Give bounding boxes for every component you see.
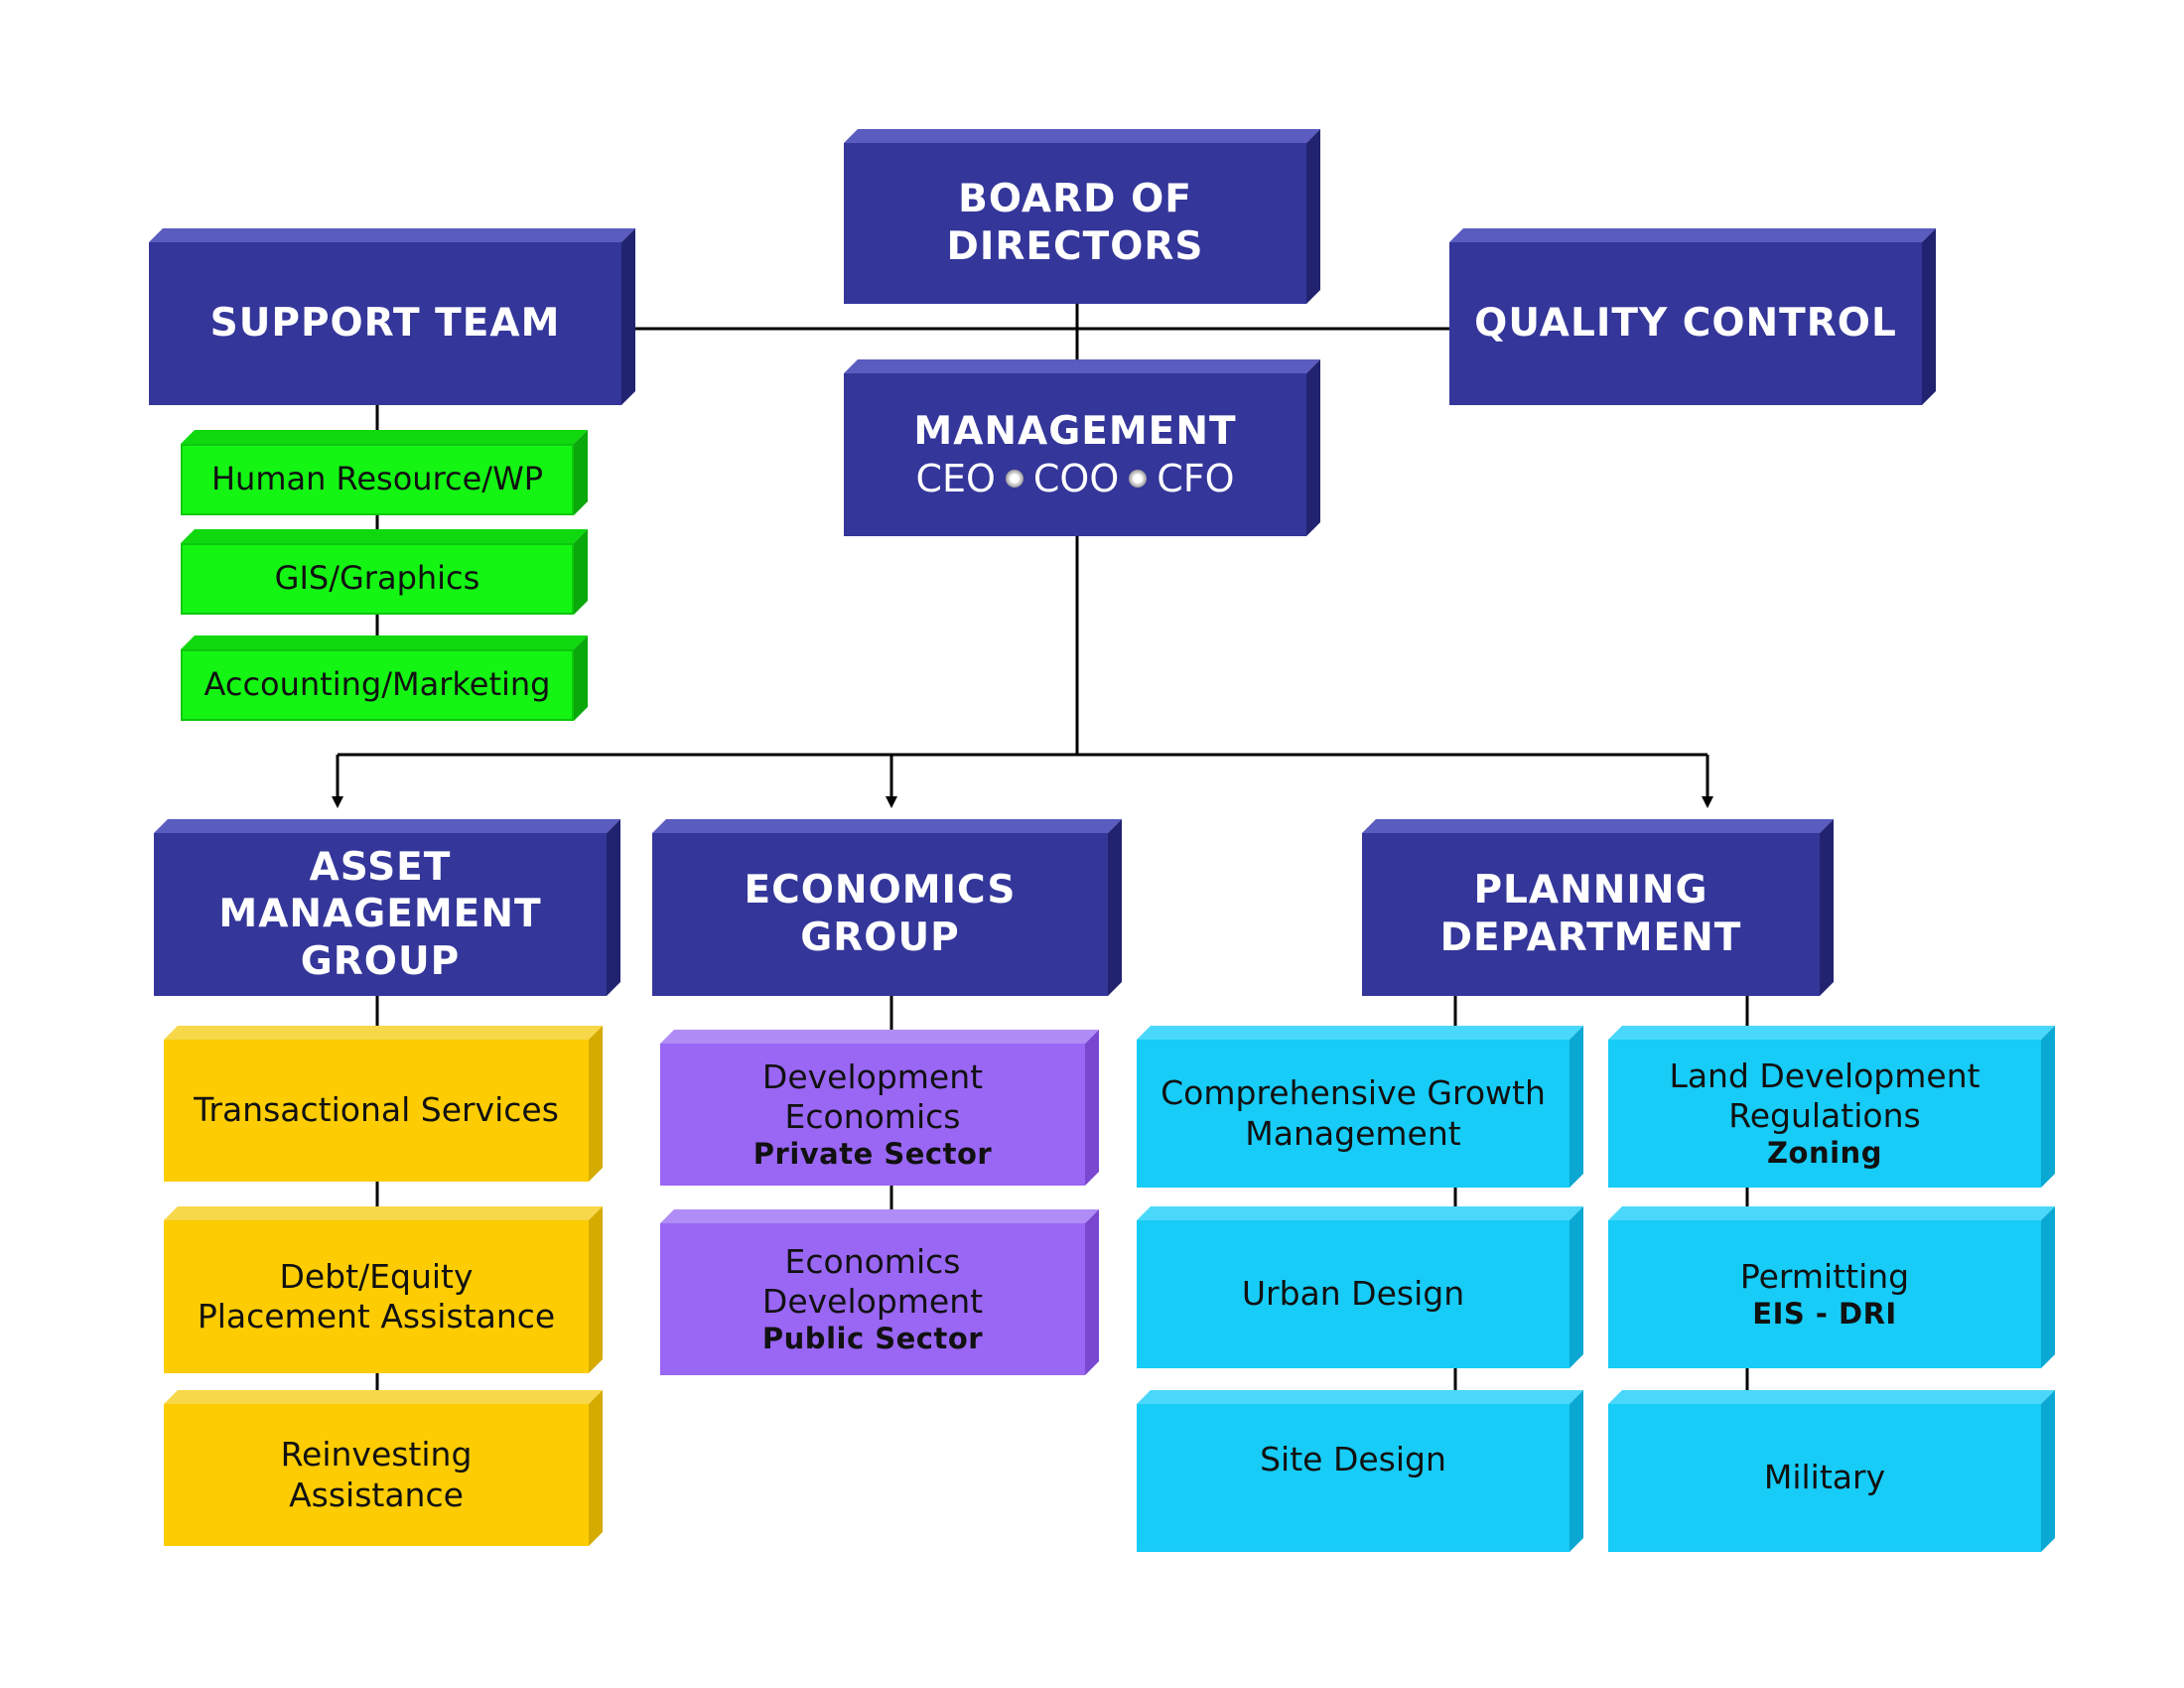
planning-item-line2: Management xyxy=(1245,1113,1461,1153)
asset-management-group-box: ASSET MANAGEMENT GROUP xyxy=(154,819,620,996)
planning-item: Military xyxy=(1608,1390,2055,1552)
economics-item-line1: Development xyxy=(761,1056,984,1096)
planning-item-line1: Urban Design xyxy=(1241,1274,1465,1314)
planning-item: Permitting EIS - DRI xyxy=(1608,1206,2055,1368)
quality-control-label: QUALITY CONTROL xyxy=(1474,301,1897,347)
economics-item-sector: Public Sector xyxy=(761,1322,984,1356)
asset-item-line1: Reinvesting xyxy=(280,1435,473,1475)
planning-item: Urban Design xyxy=(1137,1206,1583,1368)
economics-group-box: ECONOMICS GROUP xyxy=(652,819,1122,996)
support-item-label: Human Resource/WP xyxy=(210,460,544,498)
planning-item-line1: Military xyxy=(1763,1458,1886,1497)
asset-item-line1: Transactional Services xyxy=(194,1090,559,1130)
economics-group-line2: GROUP xyxy=(800,915,960,960)
planning-item-sub: EIS - DRI xyxy=(1752,1296,1897,1331)
support-item-label: GIS/Graphics xyxy=(274,559,480,598)
role-cfo: CFO xyxy=(1157,456,1235,500)
asset-item-line1: Debt/Equity xyxy=(279,1256,474,1296)
bullet-icon xyxy=(1005,469,1024,488)
support-item: Human Resource/WP xyxy=(181,430,588,515)
role-ceo: CEO xyxy=(915,456,996,500)
planning-line1: PLANNING xyxy=(1473,868,1708,914)
role-coo: COO xyxy=(1032,456,1120,500)
board-line1: BOARD OF xyxy=(958,177,1192,222)
board-of-directors-box: BOARD OF DIRECTORS xyxy=(844,129,1320,304)
support-team-label: SUPPORT TEAM xyxy=(209,301,561,347)
support-item-label: Accounting/Marketing xyxy=(204,665,551,704)
asset-item-line2: Assistance xyxy=(289,1475,464,1514)
management-roles: CEO COO CFO xyxy=(915,456,1234,501)
planning-item-sub: Zoning xyxy=(1767,1136,1882,1171)
economics-item-line2: Development xyxy=(761,1281,984,1321)
economics-item-sector: Private Sector xyxy=(752,1137,993,1172)
asset-item: Transactional Services xyxy=(164,1026,603,1182)
planning-item-line1: Comprehensive Growth xyxy=(1160,1073,1546,1113)
planning-item-line1: Land Development xyxy=(1669,1055,1980,1095)
planning-line2: DEPARTMENT xyxy=(1439,915,1742,960)
economics-group-line1: ECONOMICS xyxy=(744,868,1017,914)
support-team-box: SUPPORT TEAM xyxy=(149,228,635,405)
board-line2: DIRECTORS xyxy=(946,224,1204,269)
management-title: MANAGEMENT xyxy=(913,409,1237,455)
planning-item: Site Design xyxy=(1137,1390,1583,1552)
asset-item-line2: Placement Assistance xyxy=(197,1297,556,1336)
planning-item: Land Development Regulations Zoning xyxy=(1608,1026,2055,1188)
planning-item: Comprehensive Growth Management xyxy=(1137,1026,1583,1188)
economics-item: Economics Development Public Sector xyxy=(660,1209,1099,1375)
asset-group-line1: ASSET MANAGEMENT xyxy=(218,844,542,937)
planning-item-line2: Regulations xyxy=(1728,1095,1921,1135)
management-box: MANAGEMENT CEO COO CFO xyxy=(844,359,1320,536)
support-item: GIS/Graphics xyxy=(181,529,588,615)
support-item: Accounting/Marketing xyxy=(181,635,588,721)
economics-item: Development Economics Private Sector xyxy=(660,1030,1099,1186)
planning-item-line1: Site Design xyxy=(1260,1440,1446,1478)
bullet-icon xyxy=(1129,469,1148,488)
asset-item: Debt/Equity Placement Assistance xyxy=(164,1206,603,1373)
quality-control-box: QUALITY CONTROL xyxy=(1449,228,1936,405)
asset-group-line2: GROUP xyxy=(300,938,461,984)
economics-item-line2: Economics xyxy=(784,1096,961,1136)
planning-department-box: PLANNING DEPARTMENT xyxy=(1362,819,1834,996)
economics-item-line1: Economics xyxy=(784,1241,961,1281)
planning-item-line1: Permitting xyxy=(1739,1256,1910,1296)
asset-item: Reinvesting Assistance xyxy=(164,1390,603,1546)
